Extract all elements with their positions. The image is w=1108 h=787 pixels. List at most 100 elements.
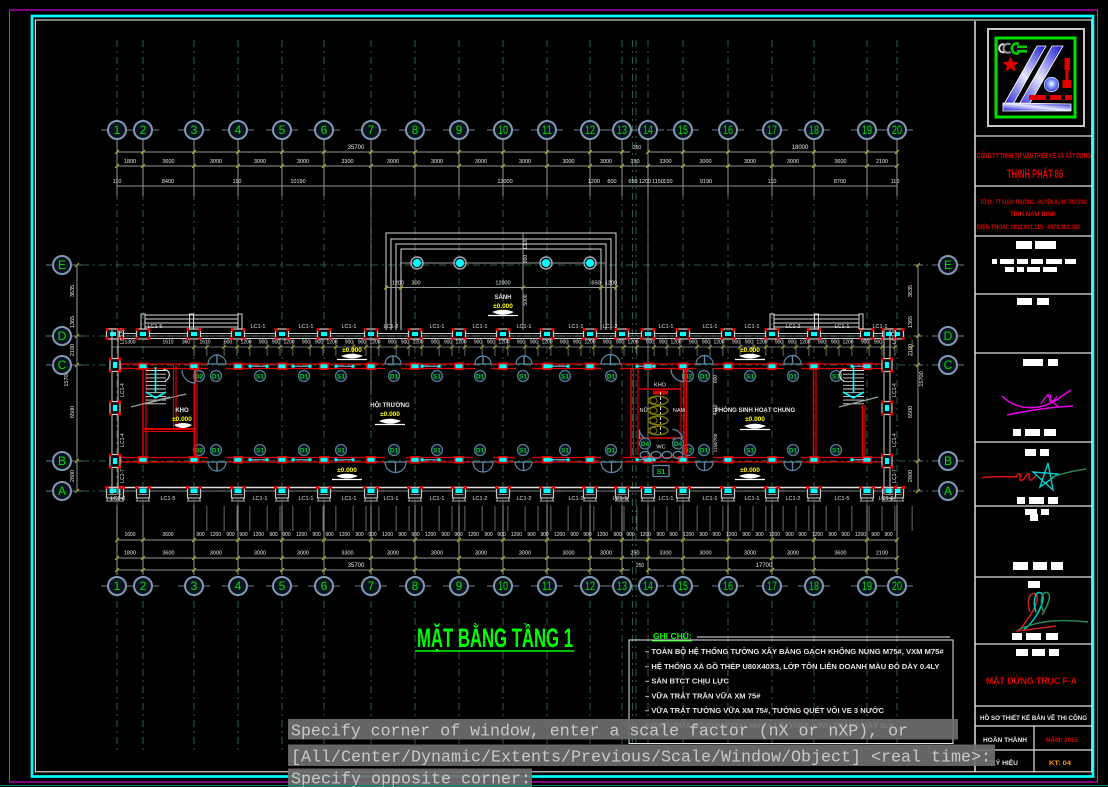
svg-text:S1: S1 [519, 374, 527, 381]
svg-text:1200: 1200 [726, 532, 737, 538]
svg-text:CÔNG TY TNHH TƯ VẤN THIẾT KẾ V: CÔNG TY TNHH TƯ VẤN THIẾT KẾ VÀ XÂY DỰNG [977, 150, 1091, 160]
svg-text:20: 20 [892, 579, 902, 593]
svg-text:LC1-2: LC1-2 [786, 496, 801, 502]
svg-text:8: 8 [412, 123, 419, 137]
svg-text:S1: S1 [746, 374, 754, 381]
svg-text:900: 900 [656, 532, 665, 538]
svg-text:900: 900 [603, 340, 612, 346]
svg-text:±0.000: ±0.000 [172, 416, 192, 423]
svg-text:– TOÀN BỘ HỆ THỐNG TƯỜNG XÂY: – TOÀN BỘ HỆ THỐNG TƯỜNG XÂY BẰNG GẠCH K… [645, 646, 944, 656]
svg-text:LC1-1: LC1-1 [253, 496, 268, 502]
svg-text:D: D [944, 329, 953, 343]
svg-text:900: 900 [474, 340, 483, 346]
svg-text:18: 18 [809, 123, 819, 137]
svg-text:ĐIỆN THOẠI: 0912.641.119 - 09: ĐIỆN THOẠI: 0912.641.119 - 0978.982.380 [977, 222, 1080, 231]
svg-text:900: 900 [871, 532, 880, 538]
svg-text:S1: S1 [256, 374, 264, 381]
svg-text:900: 900 [224, 340, 233, 346]
svg-text:LC1-4: LC1-4 [120, 383, 126, 397]
svg-text:3635: 3635 [70, 285, 76, 297]
svg-text:17: 17 [767, 579, 777, 593]
svg-text:1200: 1200 [605, 281, 617, 287]
svg-text:3000: 3000 [699, 551, 711, 557]
svg-text:11: 11 [542, 123, 552, 137]
svg-text:900: 900 [745, 340, 754, 346]
svg-text:LC1-1: LC1-1 [745, 496, 760, 502]
svg-text:LC1-1: LC1-1 [517, 324, 532, 330]
svg-text:LC1-5: LC1-5 [892, 330, 898, 344]
svg-text:2800: 2800 [70, 470, 76, 482]
svg-text:C: C [58, 358, 67, 372]
svg-text:3635: 3635 [908, 285, 914, 297]
svg-text:3000: 3000 [519, 159, 531, 165]
svg-text:D1: D1 [476, 374, 485, 381]
svg-text:1200: 1200 [240, 340, 251, 346]
svg-text:900: 900 [775, 340, 784, 346]
svg-text:1200: 1200 [425, 532, 436, 538]
svg-text:TỔ 19 - TT XUÂN TRƯỜNG - HUYỆN: TỔ 19 - TT XUÂN TRƯỜNG - HUYỆN XUÂN TRƯỜ… [980, 197, 1087, 206]
svg-text:2100: 2100 [876, 551, 888, 557]
svg-text:12: 12 [585, 123, 595, 137]
svg-text:3000: 3000 [744, 159, 756, 165]
svg-text:3000: 3000 [600, 551, 612, 557]
svg-text:2100: 2100 [876, 159, 888, 165]
svg-text:1200: 1200 [382, 532, 393, 538]
svg-text:110: 110 [891, 179, 900, 185]
svg-text:S1: S1 [433, 374, 441, 381]
svg-text:MẶT ĐỨNG TRỤC F-A: MẶT ĐỨNG TRỤC F-A [986, 675, 1077, 686]
svg-text:MẶT BẰNG TẦNG 1: MẶT BẰNG TẦNG 1 [417, 622, 573, 653]
svg-text:S1: S1 [256, 448, 264, 455]
svg-text:S1: S1 [832, 448, 840, 455]
svg-text:D1: D1 [390, 374, 399, 381]
svg-text:LC1-1: LC1-1 [251, 324, 266, 330]
svg-text:S1: S1 [561, 448, 569, 455]
svg-text:2: 2 [140, 579, 147, 593]
svg-text:900: 900 [732, 340, 741, 346]
svg-text:250: 250 [633, 145, 642, 151]
svg-text:15700: 15700 [64, 371, 70, 386]
svg-text:19: 19 [862, 579, 872, 593]
svg-text:12: 12 [585, 579, 595, 593]
svg-text:3300: 3300 [341, 159, 353, 165]
svg-text:1200: 1200 [713, 340, 724, 346]
svg-text:D1: D1 [607, 374, 616, 381]
svg-text:LC1-2: LC1-2 [384, 324, 399, 330]
svg-text:900: 900 [196, 532, 205, 538]
svg-text:1600: 1600 [124, 532, 135, 538]
svg-text:900: 900 [345, 340, 354, 346]
svg-text:1300: 1300 [124, 340, 135, 346]
svg-text:900: 900 [616, 340, 625, 346]
svg-text:LC1-5: LC1-5 [835, 496, 850, 502]
svg-text:LC1-5: LC1-5 [161, 496, 176, 502]
svg-text:1200: 1200 [511, 532, 522, 538]
svg-text:D1: D1 [789, 374, 798, 381]
svg-text:TỈNH NAM ĐỊNH: TỈNH NAM ĐỊNH [1010, 209, 1056, 218]
svg-text:900: 900 [818, 340, 827, 346]
svg-text:900: 900 [454, 532, 463, 538]
svg-text:1200: 1200 [639, 179, 651, 185]
svg-text:650: 650 [591, 281, 600, 287]
svg-text:110: 110 [113, 179, 122, 185]
svg-text:±0.000: ±0.000 [493, 303, 513, 310]
svg-text:PHÒNG SINH HOẠT CHUNG: PHÒNG SINH HOẠT CHUNG [715, 406, 796, 414]
svg-text:900: 900 [788, 340, 797, 346]
svg-text:1200: 1200 [597, 532, 608, 538]
svg-text:LC1-1: LC1-1 [703, 324, 718, 330]
svg-text:7: 7 [368, 579, 375, 593]
svg-text:900: 900 [669, 532, 678, 538]
svg-text:D1: D1 [212, 448, 221, 455]
svg-text:±0.000: ±0.000 [342, 347, 362, 354]
svg-text:KT: 04: KT: 04 [1049, 760, 1071, 767]
svg-text:A: A [944, 484, 952, 498]
svg-text:3300: 3300 [341, 551, 353, 557]
svg-text:9: 9 [456, 579, 463, 593]
svg-text:±0.000: ±0.000 [337, 467, 357, 474]
svg-text:8700: 8700 [834, 179, 846, 185]
svg-text:±0.000: ±0.000 [745, 416, 765, 423]
svg-text:GHI CHÚ:: GHI CHÚ: [653, 630, 692, 641]
svg-text:LC1-1: LC1-1 [703, 496, 718, 502]
svg-text:1200: 1200 [588, 179, 600, 185]
svg-text:S1: S1 [519, 448, 527, 455]
svg-text:S1: S1 [832, 374, 840, 381]
svg-text:2100: 2100 [908, 344, 914, 356]
